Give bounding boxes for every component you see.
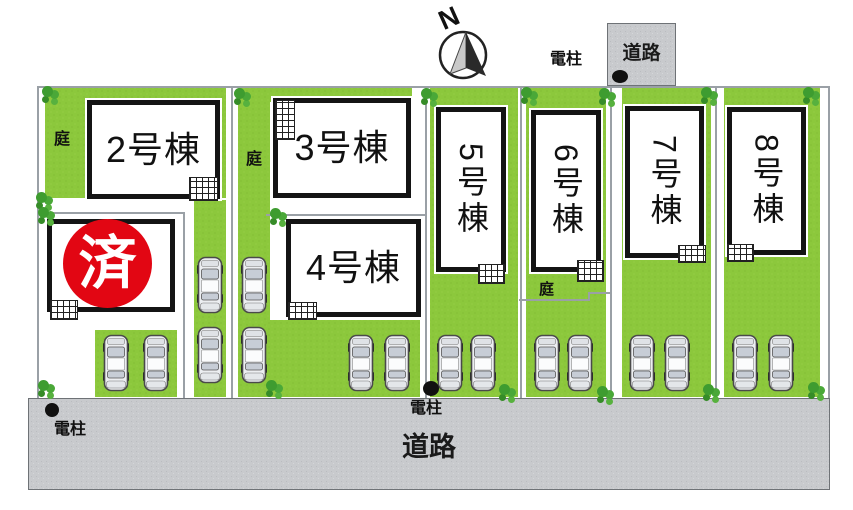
bush-icon bbox=[42, 86, 53, 97]
sold-badge: 済 bbox=[63, 219, 152, 308]
utility-pole-center-label: 電柱 bbox=[410, 400, 443, 417]
building-2: 2号棟 bbox=[87, 100, 220, 199]
building-7-label: 7号棟 bbox=[646, 135, 683, 229]
lot-line-1-3 bbox=[231, 86, 233, 398]
car-icon bbox=[566, 334, 594, 392]
building-3-label: 3号棟 bbox=[294, 127, 390, 168]
building-2-label: 2号棟 bbox=[105, 128, 202, 170]
building-4-label: 4号棟 bbox=[305, 247, 402, 288]
porch-hatch-building4 bbox=[288, 302, 317, 320]
lot-line-4-5 bbox=[425, 86, 427, 398]
utility-pole-top-label: 電柱 bbox=[550, 51, 583, 68]
road-top-label: 道路 bbox=[622, 43, 661, 64]
bush-icon bbox=[521, 87, 532, 98]
site-boundary-top bbox=[37, 86, 830, 88]
car-icon bbox=[767, 334, 795, 392]
car-icon bbox=[196, 256, 224, 314]
building-7: 7号棟 bbox=[625, 106, 704, 258]
car-icon bbox=[383, 334, 411, 392]
car-icon bbox=[240, 256, 268, 314]
bush-icon bbox=[36, 192, 47, 203]
car-icon bbox=[142, 334, 170, 392]
bush-icon bbox=[701, 87, 712, 98]
car-icon bbox=[469, 334, 497, 392]
building-5-label: 5号棟 bbox=[453, 142, 489, 237]
utility-pole-left-dot bbox=[45, 403, 59, 417]
utility-pole-center-dot bbox=[423, 381, 439, 396]
car-icon bbox=[196, 326, 224, 384]
lot-line-6-7 bbox=[610, 86, 612, 398]
car-icon bbox=[102, 334, 130, 392]
car-icon bbox=[628, 334, 656, 392]
bush-icon bbox=[38, 380, 49, 391]
car-icon bbox=[240, 326, 268, 384]
bush-icon bbox=[234, 88, 245, 99]
bush-icon bbox=[421, 88, 432, 99]
garden-label-lot3: 庭 bbox=[246, 151, 263, 168]
building-5: 5号棟 bbox=[436, 107, 506, 272]
car-icon bbox=[533, 334, 561, 392]
building-8-label: 8号棟 bbox=[748, 134, 785, 228]
building-4: 4号棟 bbox=[286, 219, 421, 317]
bush-icon bbox=[808, 382, 819, 393]
north-label: N bbox=[434, 1, 464, 36]
site-boundary-left bbox=[37, 86, 39, 398]
porch-hatch-building3 bbox=[275, 100, 295, 140]
bush-icon bbox=[599, 88, 610, 99]
bush-icon bbox=[38, 207, 49, 218]
car-icon bbox=[347, 334, 375, 392]
building-3: 3号棟 bbox=[273, 98, 411, 198]
bush-icon bbox=[597, 386, 608, 397]
lot-line-1-2 bbox=[45, 212, 183, 214]
bush-icon bbox=[266, 380, 277, 391]
car-icon bbox=[663, 334, 691, 392]
lot6-garden-jog bbox=[588, 292, 590, 301]
building-6: 6号棟 bbox=[531, 110, 601, 272]
porch-hatch-building8 bbox=[727, 244, 754, 262]
building-8: 8号棟 bbox=[727, 107, 806, 255]
car-icon bbox=[436, 334, 464, 392]
building-6-label: 6号棟 bbox=[548, 144, 584, 238]
bush-icon bbox=[703, 384, 714, 395]
lot-line-5-6 bbox=[520, 86, 522, 398]
utility-pole-left-label: 電柱 bbox=[54, 421, 87, 438]
garden-label-lot2: 庭 bbox=[54, 131, 71, 148]
lot6-garden-line2 bbox=[588, 292, 611, 294]
bush-icon bbox=[803, 87, 814, 98]
porch-hatch-building5 bbox=[478, 264, 505, 284]
bush-icon bbox=[499, 384, 510, 395]
porch-hatch-building2 bbox=[189, 177, 218, 201]
lot-line-3-4 bbox=[266, 214, 425, 216]
sold-badge-label: 済 bbox=[78, 230, 137, 296]
garden-label-lot6: 庭 bbox=[539, 281, 555, 298]
road-bottom-label: 道路 bbox=[402, 432, 456, 462]
porch-hatch-building6 bbox=[577, 260, 604, 282]
bush-icon bbox=[270, 208, 281, 219]
site-boundary-right bbox=[828, 86, 830, 398]
lot6-garden-line bbox=[519, 299, 590, 301]
car-icon bbox=[731, 334, 759, 392]
lot1-driveway-line bbox=[183, 212, 185, 398]
utility-pole-top-dot bbox=[612, 70, 628, 83]
north-compass-icon: N bbox=[434, 1, 488, 80]
road-bottom: 道路 bbox=[28, 398, 830, 490]
porch-hatch-building7 bbox=[678, 245, 706, 263]
porch-hatch-building1 bbox=[50, 300, 78, 320]
lot-line-7-8 bbox=[715, 86, 717, 398]
